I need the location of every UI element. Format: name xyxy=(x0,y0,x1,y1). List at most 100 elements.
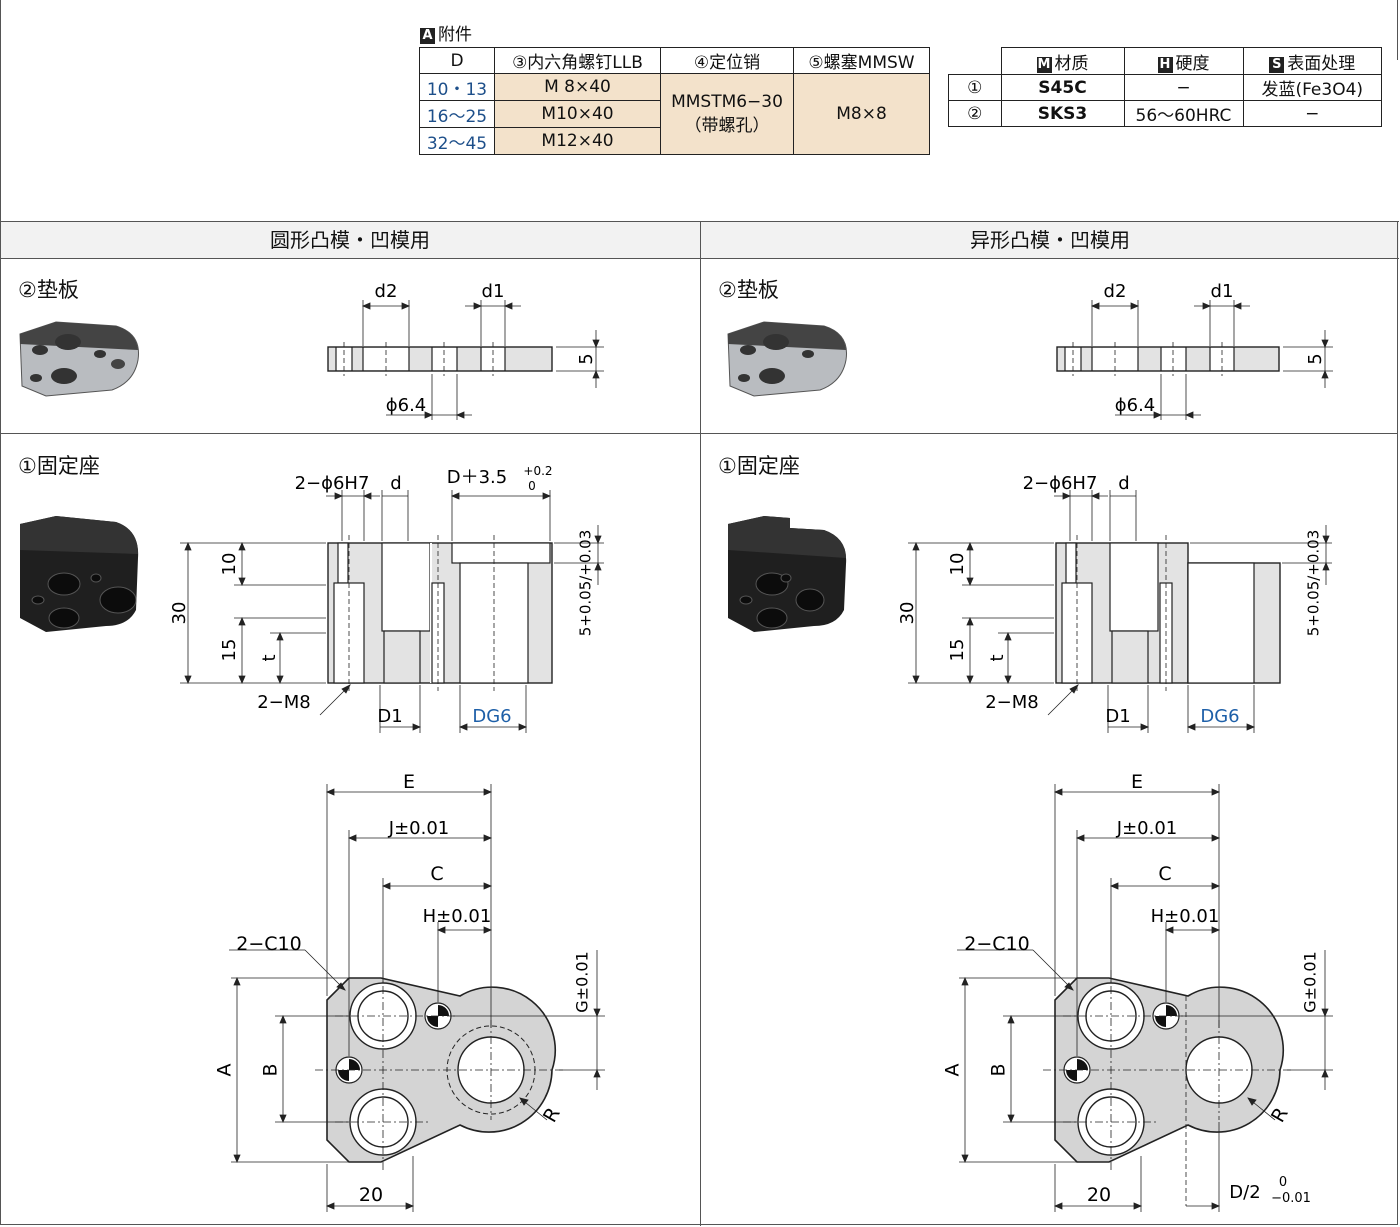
dim-d1: d1 xyxy=(482,281,505,302)
dim-t: t xyxy=(987,654,1008,661)
dim-d: d xyxy=(1118,473,1129,494)
dim-15: 15 xyxy=(219,639,240,662)
cell-material: SKS3 xyxy=(1000,100,1125,127)
cell-surface: 发蓝(Fe3O4) xyxy=(1242,74,1382,101)
cell-screw: M12×40 xyxy=(494,127,661,155)
badge-a: A xyxy=(420,28,435,44)
section-divider xyxy=(0,433,1398,434)
dim-m8: 2−M8 xyxy=(257,692,311,713)
dim-C: C xyxy=(1158,863,1171,885)
dim-counterbore-upper: +0.2 xyxy=(523,464,552,478)
dim-10: 10 xyxy=(219,553,240,576)
fixing-seat-title-right: ①固定座 xyxy=(718,454,800,478)
dim-E: E xyxy=(1131,771,1143,793)
dim-A: A xyxy=(942,1064,964,1077)
fixing-seat-title-left: ①固定座 xyxy=(18,454,100,478)
dim-d2: d2 xyxy=(375,281,398,302)
dim-d2: d2 xyxy=(1104,281,1127,302)
dim-half-d: D/2 xyxy=(1229,1182,1260,1203)
dim-15: 15 xyxy=(947,639,968,662)
dim-pin-holes: 2−ϕ6H7 xyxy=(1023,473,1098,494)
backing-plate-drawing-right: d2 d1 5 ϕ6.4 xyxy=(1056,281,1333,420)
dim-chamfer: 2−C10 xyxy=(964,933,1029,955)
dim-H: H±0.01 xyxy=(1151,906,1220,927)
col-header-screw: ③内六角螺钉LLB xyxy=(494,47,661,74)
dim-30: 30 xyxy=(897,602,918,625)
column-divider xyxy=(700,258,701,1226)
cell-no: ① xyxy=(948,74,1002,101)
dim-counterbore-lower: 0 xyxy=(528,479,536,493)
dim-D1: D1 xyxy=(1105,706,1130,727)
dim-B: B xyxy=(260,1063,282,1076)
col-header-pin: ④定位销 xyxy=(660,47,794,74)
fixing-seat-section-right: 2−ϕ6H7 d 30 10 15 t 5+0.05/+0.03 2−M8 D1… xyxy=(897,473,1332,733)
column-header-left: 圆形凸模・凹模用 xyxy=(0,221,700,259)
fixing-seat-photo-right xyxy=(728,516,847,632)
backing-plate-drawing-left: d2 d1 5 ϕ6.4 xyxy=(327,281,604,420)
dim-d: d xyxy=(390,473,401,494)
outer-frame xyxy=(0,221,1398,1225)
dim-d1: d1 xyxy=(1211,281,1234,302)
cell-surface: − xyxy=(1242,100,1382,127)
backing-plate-photo-right xyxy=(727,321,848,397)
cell-no: ② xyxy=(948,100,1002,127)
dim-H: H±0.01 xyxy=(423,906,492,927)
dim-20: 20 xyxy=(359,1184,383,1206)
backing-plate-photo-left xyxy=(19,321,140,397)
dim-5-tolerance: 5+0.05/+0.03 xyxy=(577,530,595,637)
backing-plate-title-right: ②垫板 xyxy=(718,278,779,302)
accessories-table: D ③内六角螺钉LLB ④定位销 ⑤螺塞MMSW 10・13 M 8×40 MM… xyxy=(419,47,930,155)
cell-hardness: 56～60HRC xyxy=(1123,100,1244,127)
fixing-seat-photo-left xyxy=(20,516,139,632)
dim-pin-holes: 2−ϕ6H7 xyxy=(295,473,370,494)
cell-hardness: − xyxy=(1123,74,1244,101)
dim-chamfer: 2−C10 xyxy=(236,933,301,955)
dim-m8: 2−M8 xyxy=(985,692,1039,713)
dim-DG6: DG6 xyxy=(1200,706,1239,727)
col-header-plug: ⑤螺塞MMSW xyxy=(793,47,930,74)
dim-counterbore: D＋3.5 xyxy=(447,467,508,488)
dim-D1: D1 xyxy=(377,706,402,727)
top-right-border xyxy=(1397,0,1398,60)
dim-B: B xyxy=(988,1063,1010,1076)
column-header-right: 异形凸模・凹模用 xyxy=(700,221,1399,259)
dim-t: t xyxy=(259,654,280,661)
dim-A: A xyxy=(214,1064,236,1077)
fixing-seat-plan-left: E J±0.01 C H±0.01 2−C10 G±0.01 A B R 20 xyxy=(214,771,605,1212)
dim-30: 30 xyxy=(169,602,190,625)
dim-half-d-upper: 0 xyxy=(1279,1175,1287,1190)
dim-20: 20 xyxy=(1087,1184,1111,1206)
dim-E: E xyxy=(403,771,415,793)
dim-G: G±0.01 xyxy=(1301,951,1320,1012)
dim-R: R xyxy=(1267,1104,1293,1126)
dim-R: R xyxy=(539,1104,565,1126)
top-left-border xyxy=(0,0,1,222)
dim-5-tolerance: 5+0.05/+0.03 xyxy=(1305,530,1323,637)
fixing-seat-section-left: 2−ϕ6H7 d D＋3.5 +0.2 0 30 10 15 t 5+0.05/… xyxy=(169,464,604,733)
dim-phi64: ϕ6.4 xyxy=(386,395,427,416)
dim-10: 10 xyxy=(947,553,968,576)
dim-thickness: 5 xyxy=(576,353,597,364)
cell-d: 16～25 xyxy=(419,100,495,128)
cell-d: 32～45 xyxy=(419,127,495,155)
dim-phi64: ϕ6.4 xyxy=(1115,395,1156,416)
dim-thickness: 5 xyxy=(1305,353,1326,364)
dim-C: C xyxy=(430,863,443,885)
backing-plate-title-left: ②垫板 xyxy=(18,278,79,302)
dim-J: J±0.01 xyxy=(388,818,449,839)
cell-d: 10・13 xyxy=(419,73,495,101)
fixing-seat-plan-right: E J±0.01 C H±0.01 2−C10 G±0.01 A B R 20 … xyxy=(942,771,1333,1212)
cell-screw: M10×40 xyxy=(494,100,661,128)
cell-plug: M8×8 xyxy=(793,73,930,155)
cell-pin: MMSTM6−30 （带螺孔） xyxy=(660,73,794,155)
cell-screw: M 8×40 xyxy=(494,73,661,101)
col-header-d: D xyxy=(419,47,495,74)
dim-DG6: DG6 xyxy=(472,706,511,727)
cell-material: S45C xyxy=(1000,74,1125,101)
dim-J: J±0.01 xyxy=(1116,818,1177,839)
